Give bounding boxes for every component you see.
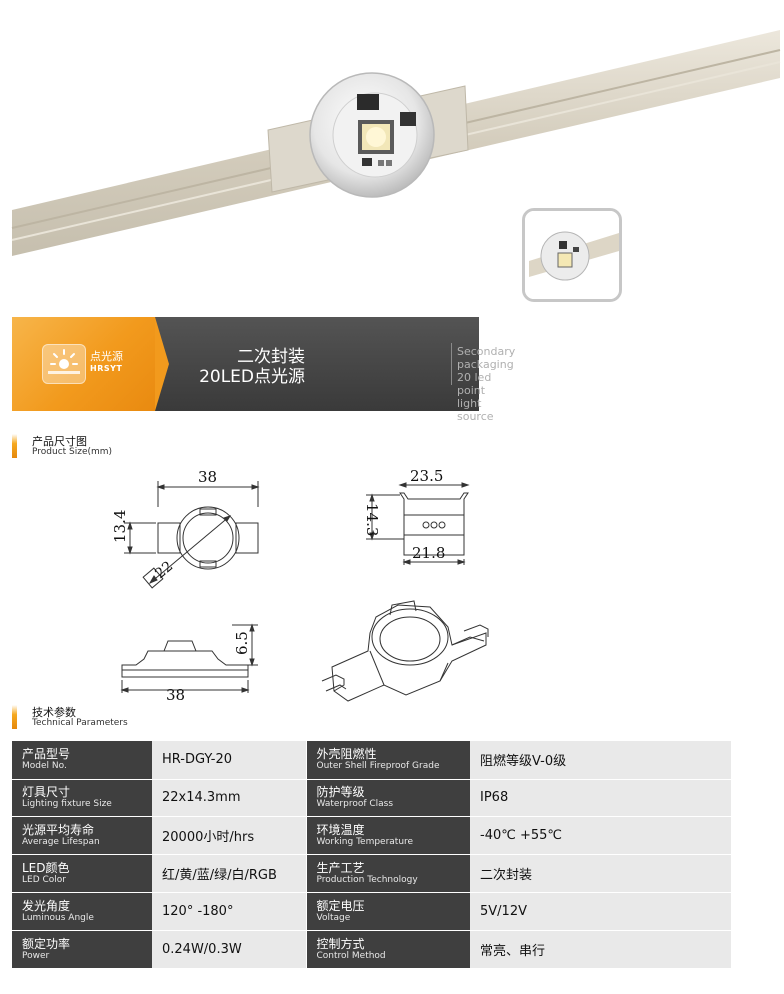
title-banner: 点光源 HRSYT 二次封装 20LED点光源 Secondary packag… [12, 317, 515, 423]
spec-value-l: 120° -180° [152, 892, 307, 931]
spec-label-en: Average Lifespan [22, 837, 100, 848]
spec-value-l: HR-DGY-20 [152, 741, 307, 780]
spec-label-en: Outer Shell Fireproof Grade [316, 761, 440, 772]
spec-label-zh: 生产工艺 [316, 861, 365, 876]
dim-top-length: 38 [198, 468, 217, 486]
banner-title-en: Secondary packaging 20 led point light s… [457, 345, 515, 423]
spec-value-r: -40℃ +55℃ [470, 816, 731, 856]
spec-label-zh: 光源平均寿命 [22, 823, 95, 838]
spec-label-zh: 防护等级 [316, 785, 365, 800]
spec-label-zh: 额定电压 [316, 898, 365, 913]
spec-label-zh: 发光角度 [22, 898, 71, 913]
heading-accent-bar [12, 434, 17, 458]
brand-logo-en: HRSYT [90, 364, 123, 373]
spec-label-en: Working Temperature [316, 837, 414, 848]
spec-label-zh: 环境温度 [316, 823, 365, 838]
banner-title-zh-line2: 20LED点光源 [199, 367, 305, 387]
spec-value-r: 二次封装 [470, 854, 731, 893]
spec-label-en: Model No. [22, 761, 67, 772]
spec-value-r: IP68 [470, 779, 731, 818]
banner-title-en-line2: 20 led point [457, 371, 492, 397]
tech-params-title-zh: 技术参数 [32, 706, 76, 719]
spec-value-l: 0.24W/0.3W [152, 930, 307, 969]
dim-front-height: 6.5 [233, 631, 251, 655]
dim-top-height: 13.4 [111, 510, 129, 543]
banner-title-en-line3: light source [457, 397, 494, 423]
spec-label-zh: 外壳阻燃性 [316, 747, 377, 762]
product-size-title-en: Product Size(mm) [32, 447, 113, 457]
top-view-drawing: 38 13.4 22 [111, 468, 260, 589]
dim-side-top-width: 23.5 [410, 467, 443, 485]
spec-label-zh: LED颜色 [22, 861, 70, 876]
dim-side-bottom-width: 21.8 [412, 544, 445, 562]
tech-params-title-en: Technical Parameters [32, 718, 128, 728]
spec-label-en: Waterproof Class [316, 799, 394, 810]
spec-label-en: Lighting fixture Size [22, 799, 112, 810]
isometric-view-drawing [321, 600, 489, 702]
spec-value-l: 20000小时/hrs [152, 816, 307, 856]
dimension-drawings: 38 13.4 22 23.5 [0, 455, 784, 705]
front-view-drawing: 6.5 38 [120, 623, 258, 704]
banner-notch [155, 317, 169, 411]
dim-side-height: 14.3 [363, 503, 381, 536]
spec-label-en: Production Technology [316, 875, 418, 886]
spec-label-en: Voltage [316, 912, 351, 923]
spec-value-r: 5V/12V [470, 892, 731, 931]
spec-label-zh: 灯具尺寸 [22, 785, 71, 800]
banner-title-zh-line1: 二次封装 [237, 347, 305, 367]
spec-value-r: 常亮、串行 [470, 930, 731, 969]
banner-title-zh: 二次封装 20LED点光源 [199, 347, 305, 387]
spec-value-l: 22x14.3mm [152, 779, 307, 818]
thumbnail-image[interactable] [522, 208, 622, 302]
brand-logo-text: 点光源 HRSYT [90, 351, 123, 375]
banner-divider [451, 343, 452, 385]
spec-label-zh: 额定功率 [22, 936, 71, 951]
heading-accent-bar [12, 705, 17, 729]
spec-label-en: Power [22, 950, 50, 961]
brand-logo-zh: 点光源 [90, 350, 123, 363]
spec-label-zh: 控制方式 [316, 936, 365, 951]
spec-value-r: 阻燃等级V-0级 [470, 741, 731, 780]
spec-label-zh: 产品型号 [22, 747, 71, 762]
product-photo [0, 0, 784, 300]
spec-label-en: LED Color [22, 875, 66, 886]
sun-icon [42, 344, 86, 384]
dim-front-length: 38 [166, 686, 185, 704]
product-size-title-zh: 产品尺寸图 [32, 435, 87, 448]
spec-label-en: Luminous Angle [22, 912, 94, 923]
side-view-drawing: 23.5 14.3 21.8 [363, 467, 470, 565]
spec-label-en: Control Method [316, 950, 386, 961]
spec-value-l: 红/黄/蓝/绿/白/RGB [152, 854, 307, 893]
banner-title-panel: 二次封装 20LED点光源 Secondary packaging 20 led… [155, 317, 515, 423]
banner-title-en-line1: Secondary packaging [457, 345, 516, 371]
banner-logo-panel: 点光源 HRSYT [12, 317, 155, 411]
